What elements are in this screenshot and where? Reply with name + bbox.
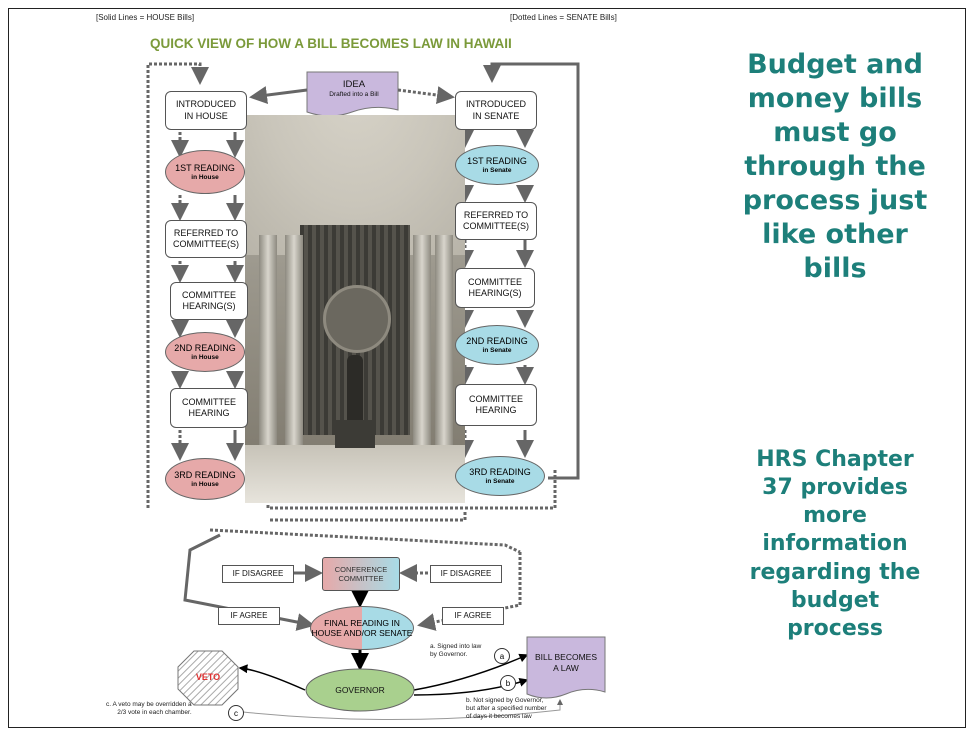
if-disagree-right: IF DISAGREE [430, 565, 502, 583]
legend-house: [Solid Lines = HOUSE Bills] [96, 13, 195, 22]
governor-oval [305, 668, 415, 712]
governor-label: GOVERNOR [335, 684, 385, 695]
if-agree-left: IF AGREE [218, 607, 280, 625]
circle-a: a [494, 648, 510, 664]
if-disagree-left: IF DISAGREE [222, 565, 294, 583]
veto-label: VETO [195, 672, 221, 683]
diagram-title: QUICK VIEW OF HOW A BILL BECOMES LAW IN … [150, 36, 512, 51]
idea-label: IDEA Drafted into a Bill [329, 79, 379, 98]
law-shape [526, 636, 606, 699]
hrs-statement: HRS Chapter 37 provides more information… [749, 447, 921, 641]
if-agree-right: IF AGREE [442, 607, 504, 625]
circle-b: b [500, 675, 516, 691]
note-b: b. Not signed by Governor,but after a sp… [466, 697, 547, 721]
budget-statement: Budget and money bills must go through t… [742, 49, 928, 285]
slide-frame [8, 8, 966, 728]
idea-shape [306, 71, 399, 117]
legend-senate: [Dotted Lines = SENATE Bills] [510, 13, 617, 22]
circle-c: c [228, 705, 244, 721]
capitol-photo [245, 115, 465, 503]
veto-octagon [177, 650, 239, 706]
